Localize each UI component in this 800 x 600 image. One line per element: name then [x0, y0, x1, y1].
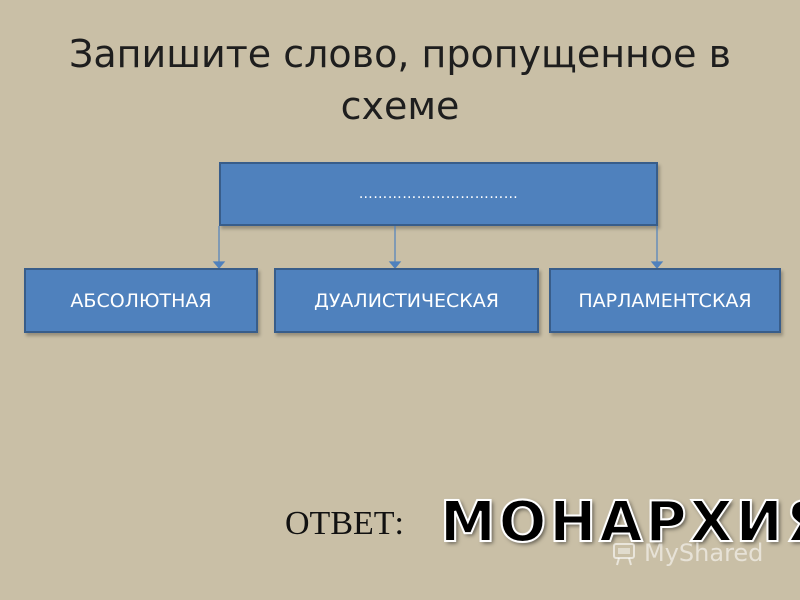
diagram-box-dualistic: ДУАЛИСТИЧЕСКАЯ [274, 268, 539, 333]
box-label: ПАРЛАМЕНТСКАЯ [578, 289, 752, 312]
arrowhead-middle [388, 261, 402, 269]
diagram-box-parliamentary: ПАРЛАМЕНТСКАЯ [549, 268, 781, 333]
arrowhead-left [212, 261, 226, 269]
root-box-placeholder: …………………………… [358, 186, 519, 202]
box-label: ДУАЛИСТИЧЕСКАЯ [314, 289, 499, 312]
diagram-root-box: …………………………… [219, 162, 658, 226]
answer-label: ОТВЕТ: [285, 505, 404, 542]
watermark-text: MyShared [644, 539, 764, 567]
box-label: АБСОЛЮТНАЯ [70, 289, 212, 312]
watermark-logo-icon [613, 543, 635, 566]
slide-title: Запишите слово, пропущенное в схеме [69, 32, 731, 128]
arrowhead-right [650, 261, 664, 269]
watermark: MyShared [610, 538, 763, 568]
diagram-box-absolute: АБСОЛЮТНАЯ [24, 268, 258, 333]
